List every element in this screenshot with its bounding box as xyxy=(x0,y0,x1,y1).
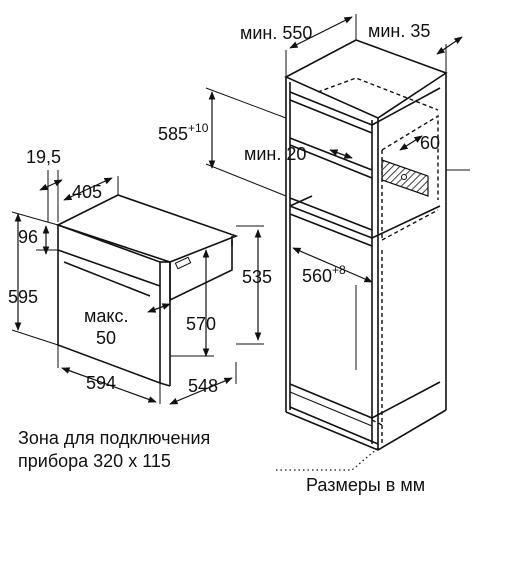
label-max: макс. xyxy=(84,306,128,326)
oven-drawing xyxy=(55,194,239,387)
oven-labels: 19,5 405 96 595 535 570 макс. 50 594 548 xyxy=(8,147,272,396)
label-560: 560+8 xyxy=(302,263,346,286)
cabinet-drawing xyxy=(284,39,448,451)
label-60: 60 xyxy=(420,133,440,153)
label-19-5: 19,5 xyxy=(26,147,61,167)
label-min-550: мин. 550 xyxy=(240,23,312,43)
notes: Зона для подключения прибора 320 x 115 Р… xyxy=(18,428,425,495)
label-min-35: мин. 35 xyxy=(368,21,430,41)
label-548: 548 xyxy=(188,376,218,396)
connection-zone-line1: Зона для подключения xyxy=(18,428,210,448)
label-570: 570 xyxy=(186,314,216,334)
label-max-value: 50 xyxy=(96,328,116,348)
label-585: 585+10 xyxy=(158,121,209,144)
connection-zone-line2: прибора 320 x 115 xyxy=(18,451,171,471)
label-min-20: мин. 20 xyxy=(244,144,306,164)
label-594: 594 xyxy=(86,373,116,393)
label-405: 405 xyxy=(72,182,102,202)
units-note: Размеры в мм xyxy=(306,475,425,495)
cabinet-dimensions xyxy=(205,14,470,471)
label-595: 595 xyxy=(8,287,38,307)
label-535: 535 xyxy=(242,267,272,287)
label-96: 96 xyxy=(18,227,38,247)
oven-dimensions xyxy=(11,170,264,405)
cabinet-labels: мин. 550 мин. 35 585+10 мин. 20 60 560+8 xyxy=(158,21,440,286)
